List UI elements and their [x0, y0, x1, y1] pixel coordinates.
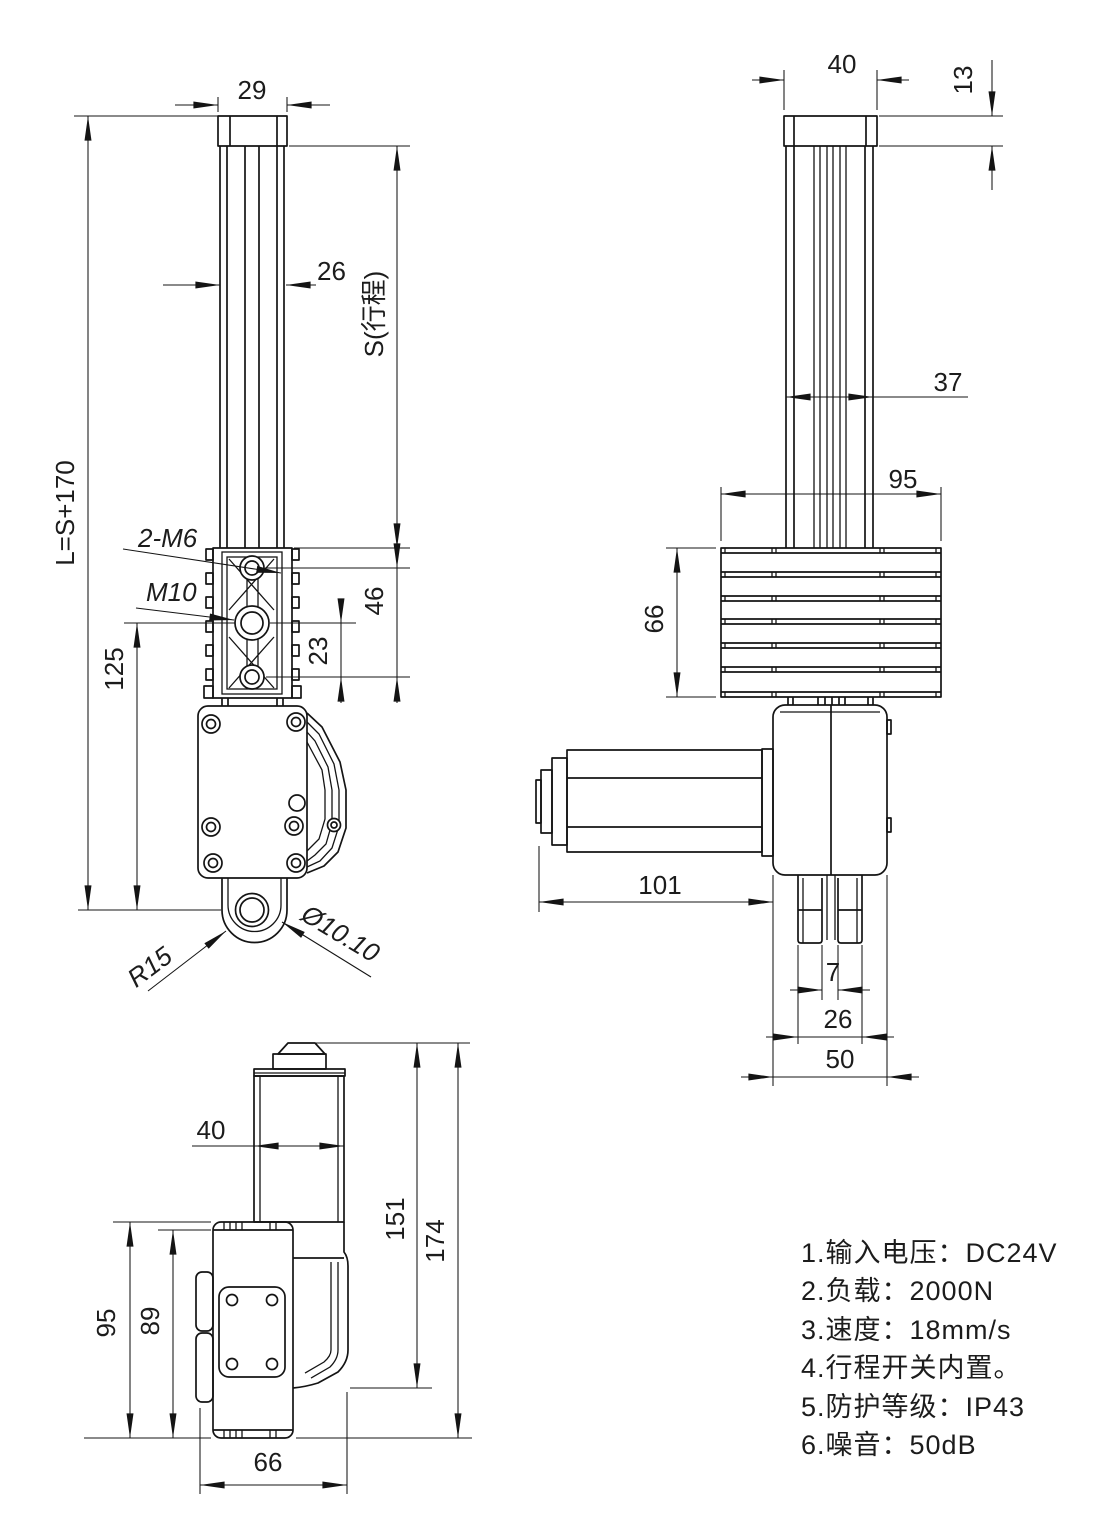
dim-fork-gap: 7 [826, 957, 840, 987]
note-speed: 3.速度：18mm/s [801, 1315, 1012, 1345]
dim-block-height: 66 [639, 605, 669, 634]
dim-block-width: 95 [889, 464, 918, 494]
spec-notes: 1.输入电压：DC24V 2.负载：2000N 3.速度：18mm/s 4.行程… [801, 1238, 1058, 1460]
dim-rod-width-front: 26 [317, 256, 346, 286]
dim-cap-width-side: 40 [828, 49, 857, 79]
dim-motor-length: 101 [638, 870, 681, 900]
dim-fork-width: 26 [824, 1004, 853, 1034]
dim-rod-width-side: 37 [934, 367, 963, 397]
dim-total-length: L=S+170 [50, 460, 80, 566]
front-view-dimensions: L=S+170 125 29 26 S(行程) 46 23 2-M6 M10 R… [50, 75, 410, 993]
side-view [535, 115, 942, 944]
note-protection: 5.防护等级：IP43 [801, 1392, 1025, 1422]
dim-hole-span-23: 23 [303, 637, 333, 666]
dim-height-to-flange: 151 [380, 1197, 410, 1240]
dim-body-width-side: 50 [826, 1044, 855, 1074]
note-input-voltage: 1.输入电压：DC24V [801, 1238, 1058, 1268]
note-noise: 6.噪音：50dB [801, 1430, 977, 1460]
bottom-view [195, 1042, 349, 1439]
dim-plate-height: 89 [135, 1307, 165, 1336]
note-limit-switch: 4.行程开关内置。 [801, 1353, 1022, 1383]
label-clevis-radius: R15 [122, 940, 179, 993]
side-view-dimensions: 40 13 37 95 66 101 7 26 50 [538, 49, 1003, 1086]
dim-cap-width-front: 29 [238, 75, 267, 105]
front-view [197, 115, 347, 944]
bottom-view-dimensions: 40 151 174 95 89 66 [84, 1042, 472, 1494]
dim-body-height-bottom: 95 [91, 1309, 121, 1338]
note-load: 2.负载：2000N [801, 1276, 994, 1306]
dim-hole-span-46: 46 [359, 587, 389, 616]
label-thread-m10: M10 [146, 577, 197, 607]
dim-depth: 66 [254, 1447, 283, 1477]
dim-height-total: 174 [420, 1219, 450, 1262]
dim-stroke: S(行程) [359, 271, 389, 358]
dim-motor-width-bottom: 40 [197, 1115, 226, 1145]
dim-mount-to-pivot: 125 [99, 647, 129, 690]
dim-cap-height-side: 13 [948, 66, 978, 95]
label-thread-2m6: 2-M6 [137, 523, 198, 553]
